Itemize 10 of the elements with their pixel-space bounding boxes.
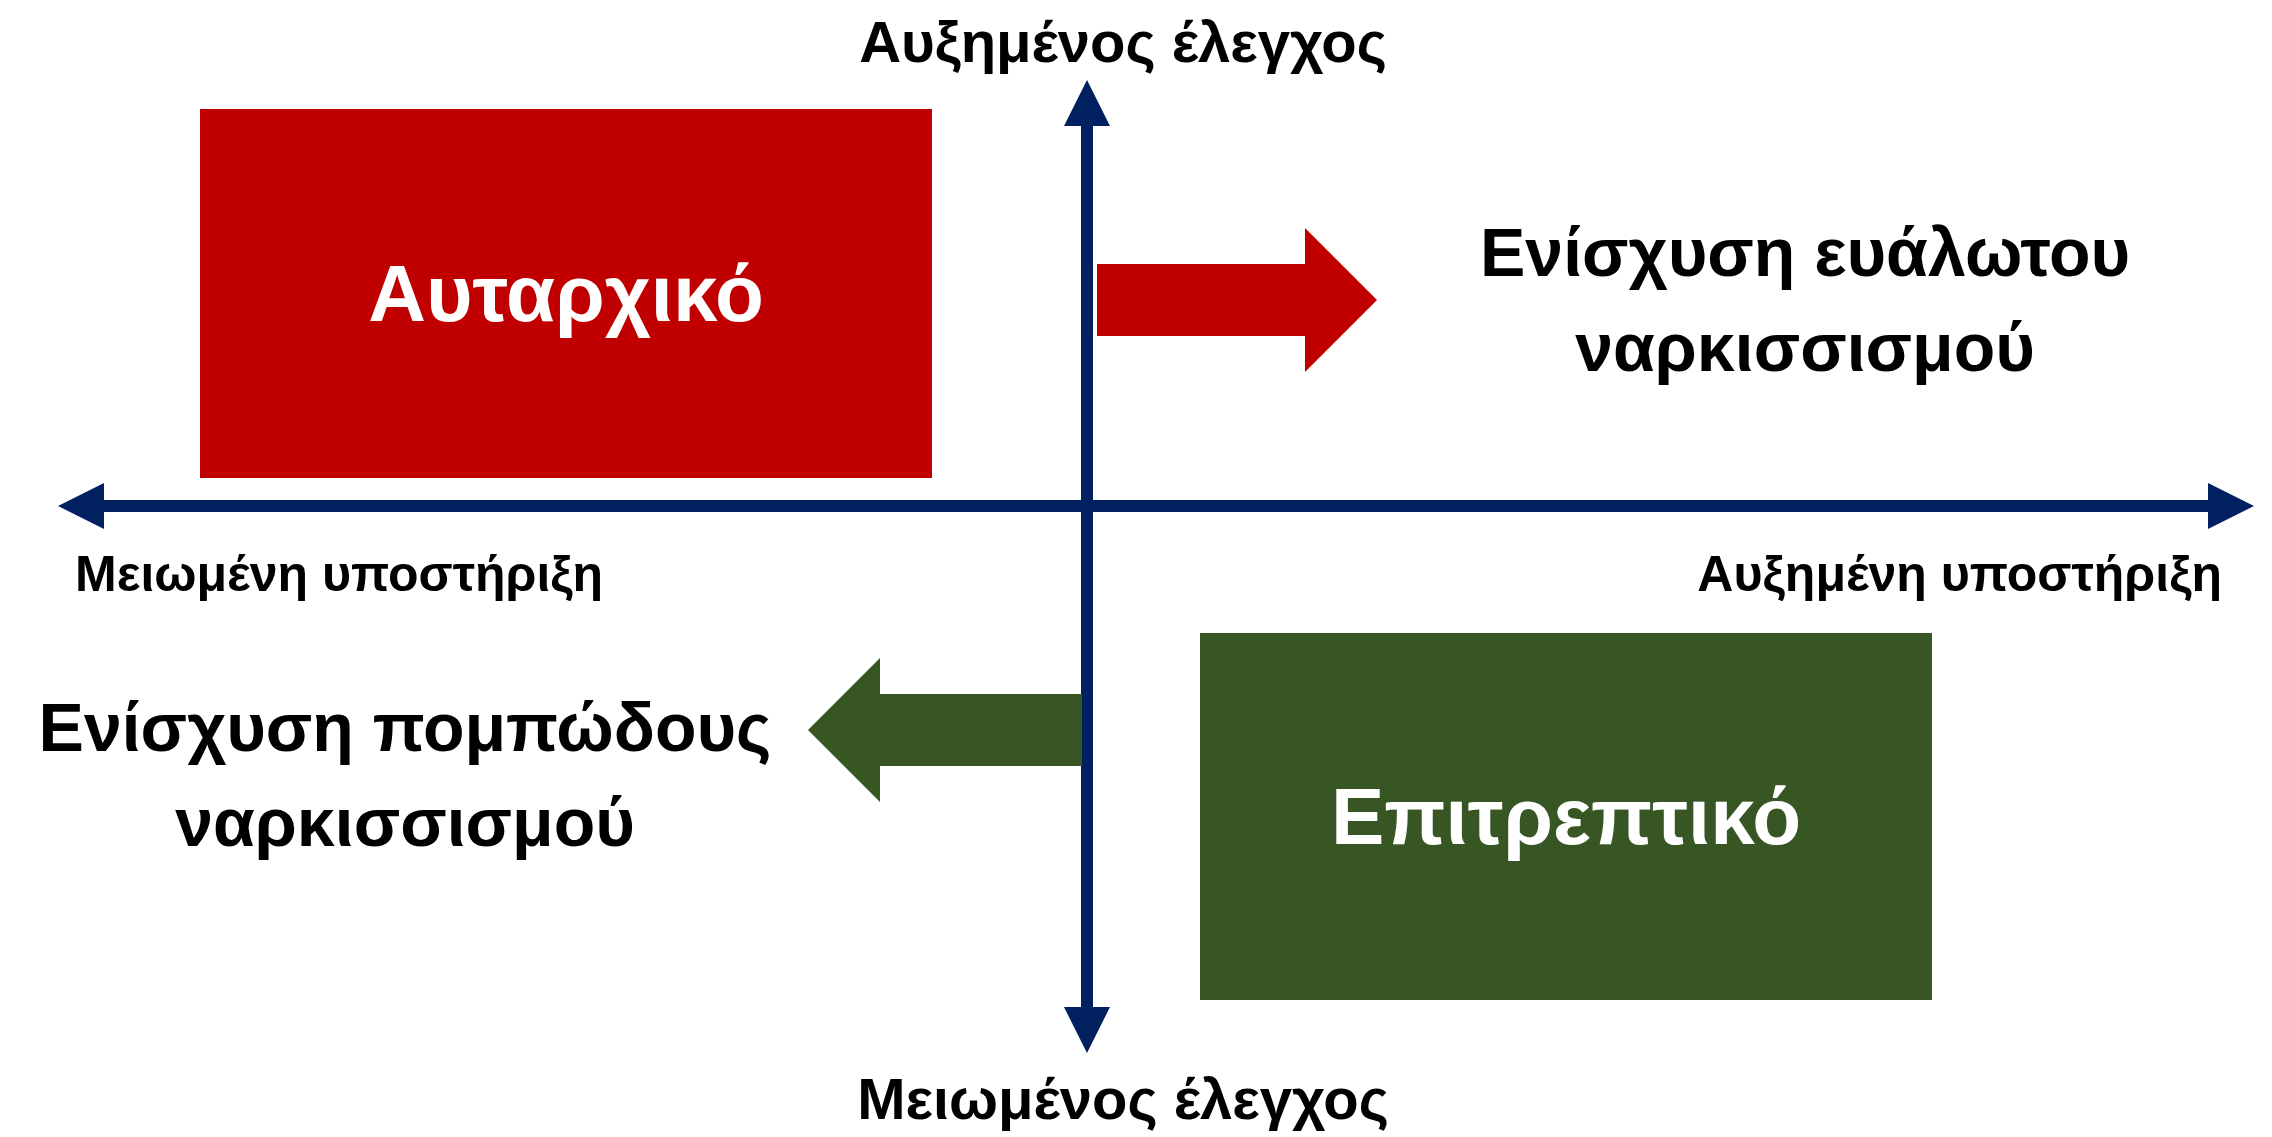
axis-label: Αυξημένη υποστήριξη	[1697, 545, 2222, 603]
quadrant-box	[1200, 633, 1932, 1000]
axis-label: Μειωμένος έλεγχος	[857, 1065, 1389, 1132]
quadrant-title: Αυταρχικό	[368, 247, 764, 340]
axis-label: Αυξημένος έλεγχος	[859, 8, 1387, 75]
quadrant-title: Επιτρεπτικό	[1331, 770, 1801, 863]
outcome-text: Ενίσχυση ευάλωτου ναρκισσισμού	[1479, 212, 2131, 387]
outcome-text: Ενίσχυση πομπώδους ναρκισσισμού	[37, 687, 773, 862]
axis-label: Μειωμένη υποστήριξη	[75, 545, 604, 603]
quadrant-box	[200, 109, 932, 478]
